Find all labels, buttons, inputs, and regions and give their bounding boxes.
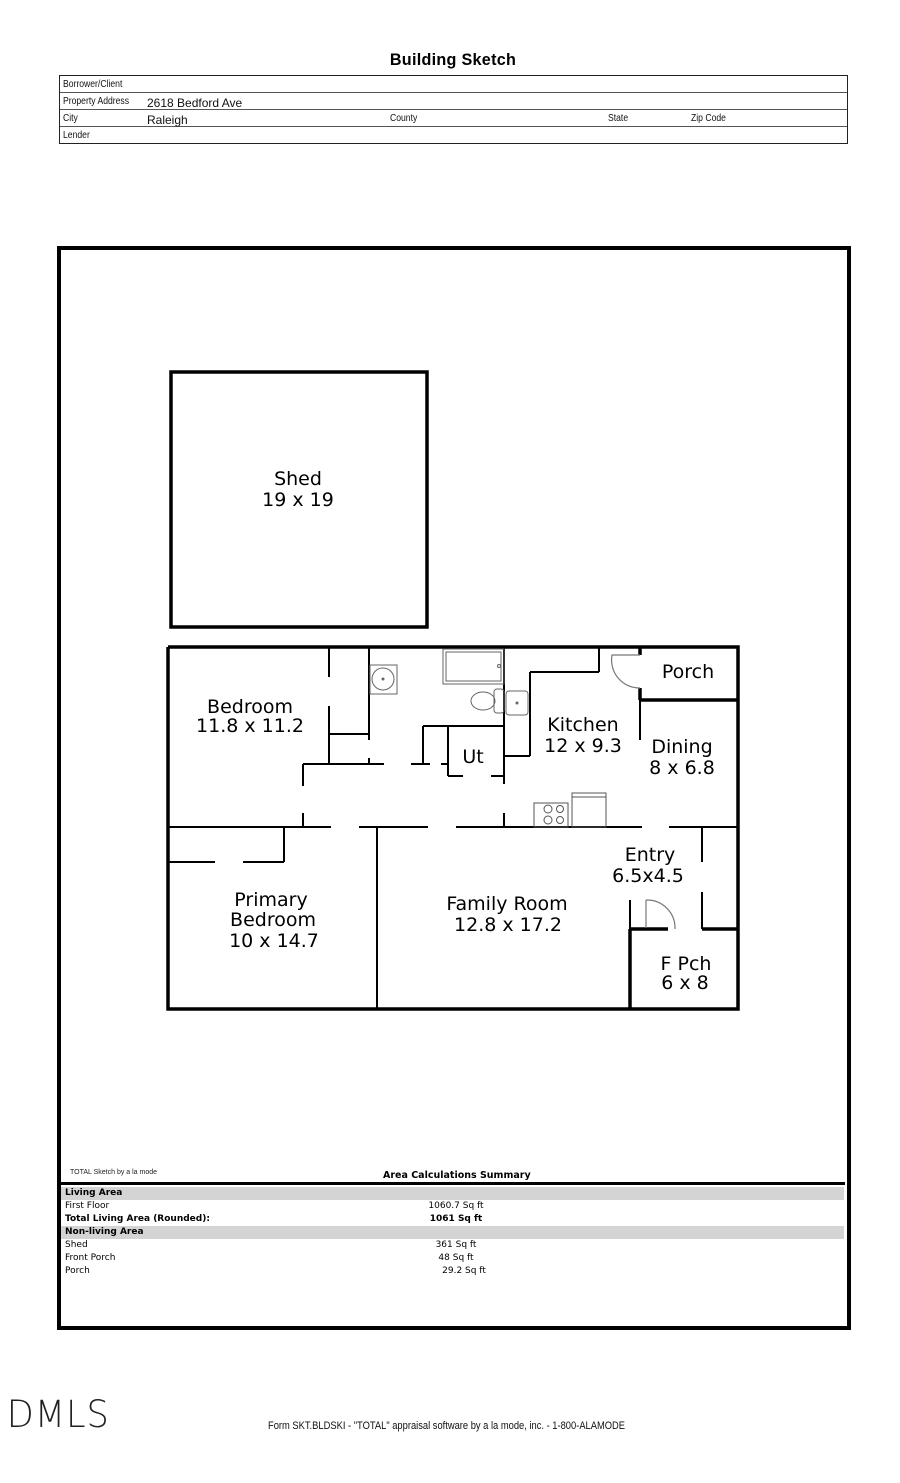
sketch-frame [57,246,851,1330]
summary-row: First Floor 1060.7 Sq ft [65,1201,484,1211]
sketch-credit: TOTAL Sketch by a la mode [70,1169,158,1176]
area-summary: Living Area First Floor 1060.7 Sq ft Tot… [61,1187,844,1278]
dmls-watermark-logo: DMLS [6,1393,110,1436]
door-swing-icon [610,654,676,930]
bathtub-icon [442,648,505,685]
house-outline [166,645,740,1011]
summary-row: Front Porch 48 Sq ft [65,1253,474,1263]
lender-row: Lender [60,127,847,143]
room-label-shed: Shed [274,468,322,490]
room-label-entry: Entry [625,844,676,866]
summary-row: Shed 361 Sq ft [65,1240,477,1250]
room-dims-entry: 6.5x4.5 [612,865,684,887]
sink-icon [369,664,398,695]
room-label-porch: Porch [662,661,714,683]
total-living-row: Total Living Area (Rounded): 1061 Sq ft [65,1214,483,1224]
living-area-header: Living Area [61,1187,844,1200]
form-footer: Form SKT.BLDSKI - "TOTAL" appraisal soft… [268,1420,626,1432]
summary-divider [59,1182,845,1185]
interior-walls [168,647,738,1009]
room-label-dining: Dining [651,736,712,758]
zip-label: Zip Code [691,112,726,124]
room-dims-shed: 19 x 19 [262,489,334,511]
address-value: 2618 Bedford Ave [147,96,243,110]
sink-icon [505,690,529,716]
address-label: Property Address [63,95,130,107]
county-label: County [390,112,418,124]
property-info-table: Borrower/Client Property Address 2618 Be… [59,75,848,144]
refrigerator-icon [571,792,607,828]
city-value: Raleigh [147,113,188,127]
stove-icon [533,802,569,828]
summary-title: Area Calculations Summary [383,1170,531,1181]
page-title: Building Sketch [389,50,517,69]
city-row: City Raleigh County State Zip Code [60,110,847,127]
summary-row: Porch 29.2 Sq ft [65,1266,486,1276]
room-dims-kitchen: 12 x 9.3 [544,735,622,757]
room-label-primary: Primary [234,889,307,911]
room-label-primary-bedroom: Bedroom [230,909,316,931]
room-dims-bedroom: 11.8 x 11.2 [196,715,304,737]
borrower-label: Borrower/Client [63,78,123,90]
room-dims-family-room: 12.8 x 17.2 [454,914,562,936]
room-dims-dining: 8 x 6.8 [649,757,715,779]
shed-structure: Shed 19 x 19 [169,370,429,629]
room-dims-primary-bedroom: 10 x 14.7 [229,930,319,952]
lender-label: Lender [63,129,90,141]
city-label: City [63,112,78,124]
toilet-icon [470,688,505,714]
room-label-kitchen: Kitchen [547,714,618,736]
state-label: State [608,112,629,124]
nonliving-area-header: Non-living Area [61,1226,844,1239]
room-label-family-room: Family Room [446,893,567,915]
borrower-row: Borrower/Client [60,76,847,93]
room-dims-front-porch: 6 x 8 [661,972,709,994]
room-label-bedroom: Bedroom [207,696,293,718]
room-label-utility: Ut [462,746,483,768]
room-label-front-porch: F Pch [661,953,712,975]
address-row: Property Address 2618 Bedford Ave [60,93,847,110]
